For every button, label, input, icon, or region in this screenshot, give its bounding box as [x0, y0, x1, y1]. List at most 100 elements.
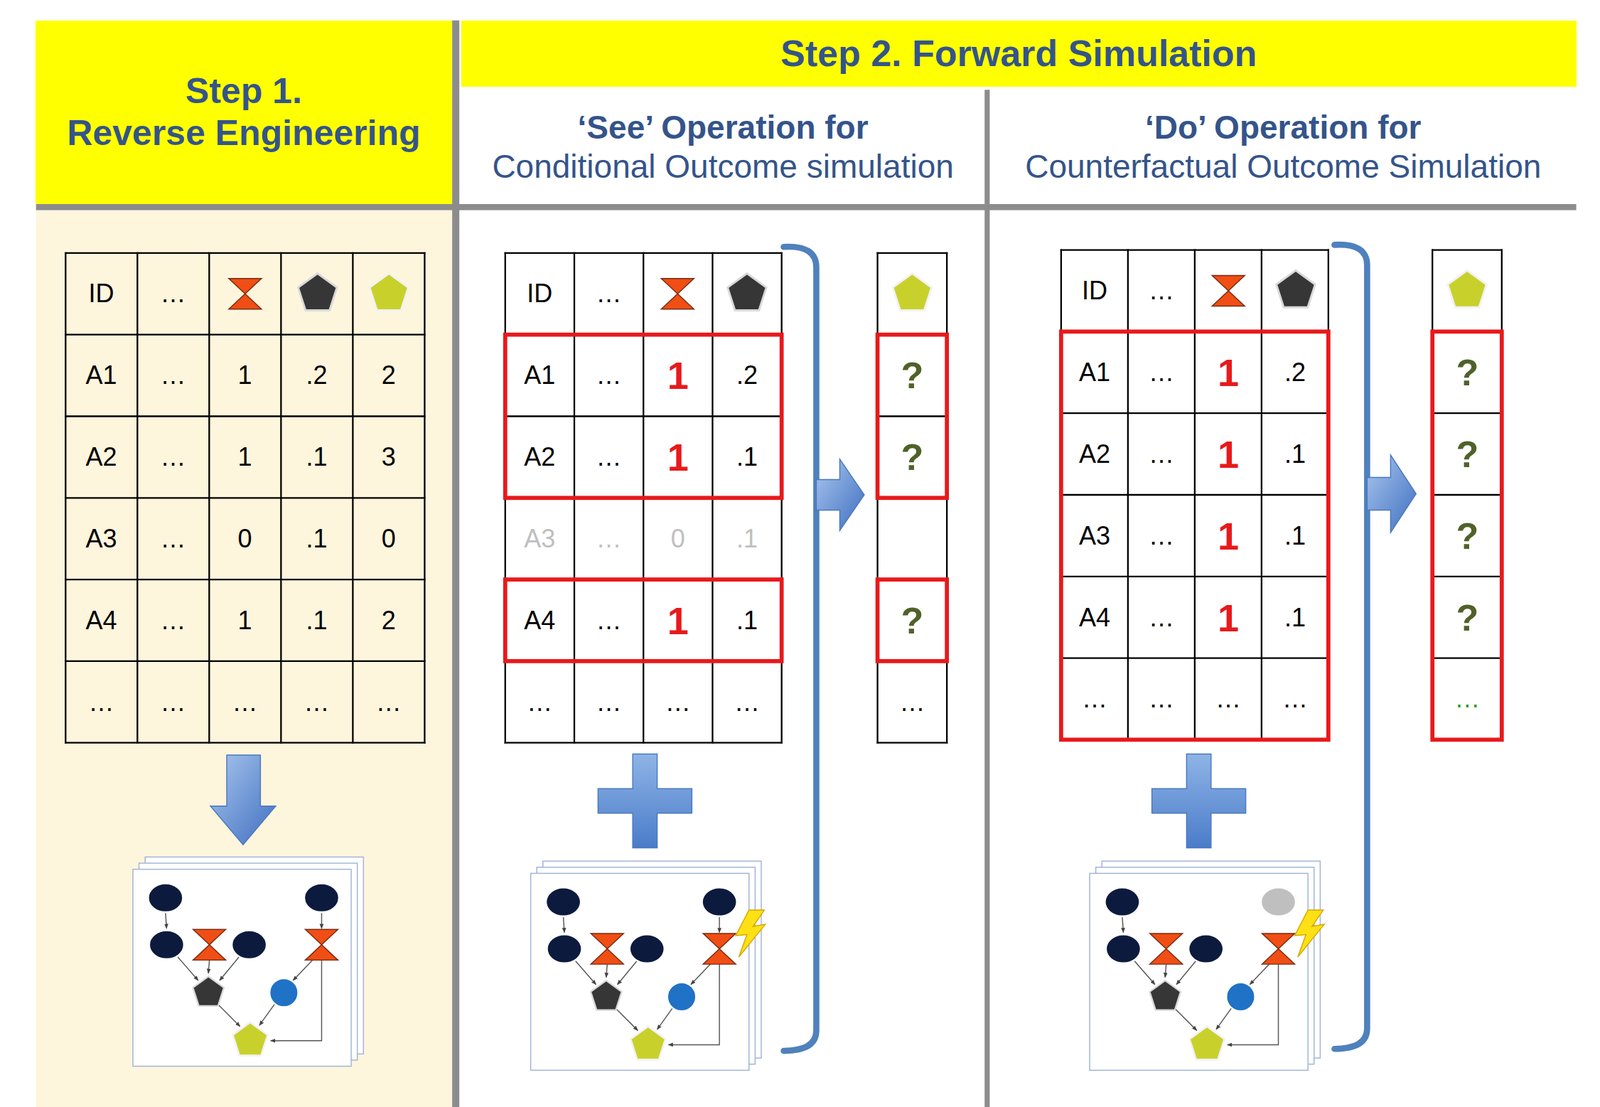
selection-box: [1432, 331, 1502, 740]
table-cell-text: 0: [208, 498, 281, 581]
table-grid-line: [65, 415, 425, 417]
table-cell-text: …: [1128, 412, 1195, 495]
green-pentagon-icon: [1447, 270, 1487, 308]
selection-box: [1061, 331, 1329, 740]
table-cell-text: ?: [1432, 331, 1503, 414]
table-cell-text: 1: [643, 579, 713, 662]
table-cell-text: ?: [1432, 494, 1503, 577]
table-grid: [1061, 250, 1329, 740]
table-cell-text: …: [1261, 658, 1329, 740]
table-cell-text: 0: [352, 498, 425, 581]
table-grid-line: [1194, 250, 1196, 740]
table-header-icons: [228, 270, 1487, 310]
table-cell-text: ID: [1061, 250, 1129, 332]
column-divider: [984, 89, 990, 1107]
table-cell-text: ?: [877, 334, 948, 417]
table-cell-text: …: [65, 661, 138, 743]
operation-header: ‘Do’ Operation forCounterfactual Outcome…: [990, 89, 1577, 204]
table-cell-text: .1: [280, 579, 353, 662]
table-cell-text: …: [574, 253, 644, 335]
table-cell-text: …: [1128, 494, 1195, 577]
operation-header: ‘See’ Operation forConditional Outcome s…: [461, 89, 985, 204]
table-grid-line: [1432, 412, 1502, 414]
table-cell-text: .1: [1261, 412, 1329, 495]
table-grid-line: [1432, 248, 1502, 251]
table-cell-text: …: [1128, 250, 1195, 332]
table-cell-text: …: [1432, 658, 1503, 740]
selection-box: [505, 334, 782, 499]
plus-sign: [597, 753, 692, 848]
lightning-bolt: [1294, 909, 1325, 957]
header-text: Step 1.: [185, 70, 303, 113]
table-cell-text: …: [137, 498, 209, 581]
table-cell-text: .1: [712, 579, 782, 662]
graph-edge: [718, 916, 720, 933]
hourglass-icon: [228, 278, 262, 310]
table-cell-text: …: [574, 661, 644, 743]
table-cell-text: …: [137, 253, 209, 335]
table-cell-text: …: [877, 661, 948, 743]
table-grid-line: [65, 578, 425, 581]
table-cell-text: A1: [65, 334, 138, 417]
navy-node: [702, 887, 738, 916]
selection-box: [877, 579, 948, 662]
header-text: Step 2. Forward Simulation: [780, 31, 1257, 76]
table-cell-text: …: [712, 661, 782, 743]
selection-boxes: [505, 331, 1502, 740]
table-grid-line: [65, 334, 425, 336]
graph-card: [530, 872, 750, 1070]
table-cell-text: A1: [1061, 331, 1129, 414]
graph-edge: [321, 912, 322, 929]
lightning-bolt: [735, 909, 766, 957]
table-cell-text: 2: [352, 579, 425, 662]
step1-background: [36, 210, 453, 1107]
table-cell-text: .1: [712, 498, 782, 581]
table-cell-text: …: [574, 416, 644, 499]
selection-box: [505, 579, 782, 662]
navy-node: [304, 883, 340, 912]
table-grid-line: [423, 253, 426, 743]
table-grid-line: [1432, 575, 1502, 578]
table-grid-line: [65, 660, 425, 662]
causal-graph-stack: [1089, 860, 1325, 1070]
table-cell-text: …: [574, 579, 644, 662]
graph-card: [1089, 872, 1308, 1070]
table-grid-line: [877, 742, 948, 744]
table-cell-text: .2: [280, 334, 353, 417]
table-cell-text: …: [352, 661, 425, 743]
table-cell-text: 2: [352, 334, 425, 417]
table-cell-text: 1: [1194, 331, 1262, 414]
hourglass-icon: [1211, 275, 1245, 306]
table-grid-line: [1432, 656, 1502, 659]
table-grid-line: [877, 252, 948, 254]
step-header: Step 1.Reverse Engineering: [35, 20, 453, 204]
bracket: [1334, 244, 1367, 1049]
table-cell-text: …: [505, 661, 575, 743]
table-cell-text: .2: [712, 334, 782, 417]
subheader-text: Conditional Outcome simulation: [491, 147, 954, 186]
causal-graph: [148, 883, 339, 1056]
subheader-text: Counterfactual Outcome Simulation: [1024, 147, 1542, 186]
table-cell-text: 1: [1194, 576, 1262, 659]
down-arrow: [210, 754, 276, 845]
table-cell-text: …: [1194, 658, 1262, 740]
table-cell-text: …: [137, 579, 209, 662]
table-cell-text: .1: [280, 416, 353, 499]
table-cell-text: …: [1128, 658, 1195, 740]
table-grid-line: [1127, 250, 1129, 740]
table-cell-text: A2: [505, 416, 575, 499]
table-cell-text: A3: [505, 498, 575, 581]
table-grid: [505, 253, 782, 743]
table-grid-line: [1260, 250, 1263, 740]
table-cell-text: A2: [65, 416, 138, 499]
black-pentagon-icon: [727, 273, 767, 311]
right-arrow: [1366, 454, 1416, 533]
table-cell-text: A3: [65, 498, 138, 581]
table-cell-text: A4: [1061, 576, 1129, 659]
table-cell-text: …: [1061, 658, 1129, 740]
table-grid: [65, 253, 425, 743]
table-cell-text: A3: [1061, 494, 1129, 577]
table-cell-text: …: [574, 498, 644, 581]
green-pentagon-icon: [369, 273, 409, 311]
table-grid-line: [65, 742, 425, 744]
